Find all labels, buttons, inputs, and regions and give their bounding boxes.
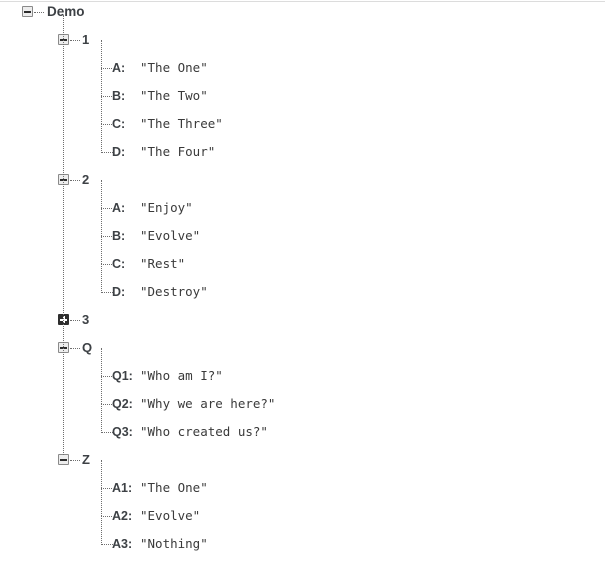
tree-node-leaf[interactable]: A2: "Evolve" <box>0 488 605 527</box>
leaf-vertical-connector <box>101 40 102 68</box>
tree-node-branch[interactable]: 2 <box>0 169 605 191</box>
leaf-key: A3: <box>112 537 133 551</box>
tree-node-leaf[interactable]: B: "The Two" <box>0 68 605 107</box>
leaf-elbow-connector <box>101 404 113 433</box>
leaf-vertical-connector <box>101 68 102 96</box>
top-divider <box>0 1 605 2</box>
leaf-vertical-connector <box>101 208 102 236</box>
leaf-vertical-connector <box>101 96 102 124</box>
plus-icon-vertical <box>63 316 65 323</box>
leaf-value: "The One" <box>140 60 208 75</box>
branch-connector <box>70 40 80 41</box>
leaf-vertical-connector <box>101 236 102 264</box>
branch-connector <box>70 320 80 321</box>
leaf-value: "The One" <box>140 480 208 495</box>
tree-node-leaf[interactable]: B: "Evolve" <box>0 208 605 247</box>
branch-toggle-icon-Z[interactable] <box>58 454 69 465</box>
leaf-horizontal-connector <box>101 208 112 209</box>
leaf-horizontal-connector <box>101 404 112 405</box>
tree-node-branch[interactable]: 1 <box>0 29 605 51</box>
branch-label-Q: Q <box>82 340 93 355</box>
root-connector <box>34 12 44 13</box>
leaf-key: Q3: <box>112 425 133 439</box>
root-spine-connector <box>63 15 64 455</box>
leaf-value: "Evolve" <box>140 508 201 523</box>
minus-icon <box>60 459 67 461</box>
leaf-horizontal-connector <box>101 68 112 69</box>
leaf-key: B: <box>112 89 126 103</box>
branch-connector <box>70 348 80 349</box>
leaf-vertical-connector <box>101 376 102 404</box>
tree-node-leaf[interactable]: Q3: "Who created us?" <box>0 404 605 443</box>
branch-label-1: 1 <box>82 32 90 47</box>
leaf-key: A1: <box>112 481 133 495</box>
minus-icon <box>24 11 31 13</box>
leaf-vertical-connector <box>101 348 102 376</box>
leaf-key: Q1: <box>112 369 133 383</box>
leaf-elbow-connector <box>101 516 113 545</box>
tree-node-leaf[interactable]: D: "The Four" <box>0 124 605 163</box>
leaf-key: A: <box>112 61 126 75</box>
branch-label-3: 3 <box>82 312 90 327</box>
branch-label-Z: Z <box>82 452 90 467</box>
leaf-value: "Who created us?" <box>140 424 268 439</box>
leaf-elbow-connector <box>101 124 113 153</box>
root-label: Demo <box>47 4 85 19</box>
tree-node-leaf[interactable]: A3: "Nothing" <box>0 516 605 555</box>
leaf-horizontal-connector <box>101 124 112 125</box>
leaf-vertical-connector <box>101 460 102 488</box>
leaf-value: "Evolve" <box>140 228 201 243</box>
leaf-key: A2: <box>112 509 133 523</box>
branch-connector <box>70 180 80 181</box>
leaf-value: "The Two" <box>140 88 208 103</box>
tree-node-leaf[interactable]: C: "Rest" <box>0 236 605 275</box>
leaf-key: D: <box>112 145 126 159</box>
tree-node-leaf[interactable]: C: "The Three" <box>0 96 605 135</box>
tree-node-leaf[interactable]: Q1: "Who am I?" <box>0 348 605 387</box>
tree-node-branch[interactable]: 3 <box>0 309 605 331</box>
tree-node-branch[interactable]: Q <box>0 337 605 359</box>
leaf-horizontal-connector <box>101 264 112 265</box>
tree-node-leaf[interactable]: Q2: "Why we are here?" <box>0 376 605 415</box>
leaf-value: "The Four" <box>140 144 216 159</box>
tree-node-leaf[interactable]: A: "The One" <box>0 40 605 79</box>
leaf-value: "Rest" <box>140 256 186 271</box>
leaf-value: "Destroy" <box>140 284 208 299</box>
leaf-key: C: <box>112 257 126 271</box>
leaf-vertical-connector <box>101 488 102 516</box>
tree-node-leaf[interactable]: D: "Destroy" <box>0 264 605 303</box>
leaf-value: "Enjoy" <box>140 200 193 215</box>
leaf-key: C: <box>112 117 126 131</box>
tree-node-leaf[interactable]: A1: "The One" <box>0 460 605 499</box>
branch-connector <box>70 460 80 461</box>
leaf-horizontal-connector <box>101 96 112 97</box>
tree-node-leaf[interactable]: A: "Enjoy" <box>0 180 605 219</box>
leaf-vertical-connector <box>101 180 102 208</box>
leaf-key: Q2: <box>112 397 133 411</box>
leaf-value: "Nothing" <box>140 536 208 551</box>
branch-label-2: 2 <box>82 172 90 187</box>
leaf-key: B: <box>112 229 126 243</box>
leaf-horizontal-connector <box>101 376 112 377</box>
root-toggle-icon[interactable] <box>22 6 33 17</box>
tree-node-branch[interactable]: Z <box>0 449 605 471</box>
leaf-elbow-connector <box>101 264 113 293</box>
leaf-key: A: <box>112 201 126 215</box>
leaf-horizontal-connector <box>101 516 112 517</box>
tree-node-root[interactable]: Demo <box>0 1 605 23</box>
leaf-value: "Why we are here?" <box>140 396 276 411</box>
leaf-horizontal-connector <box>101 488 112 489</box>
leaf-value: "The Three" <box>140 116 223 131</box>
leaf-key: D: <box>112 285 126 299</box>
leaf-value: "Who am I?" <box>140 368 223 383</box>
leaf-horizontal-connector <box>101 236 112 237</box>
